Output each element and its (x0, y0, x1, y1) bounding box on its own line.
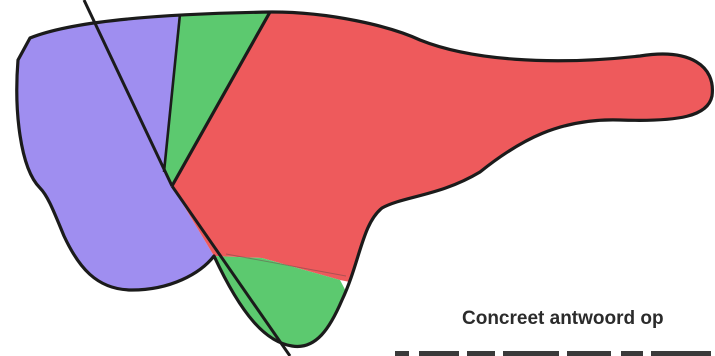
caption-text: Concreet antwoord op (462, 308, 664, 330)
cut-off-text-line (395, 348, 715, 356)
green-lower-region (214, 256, 380, 356)
